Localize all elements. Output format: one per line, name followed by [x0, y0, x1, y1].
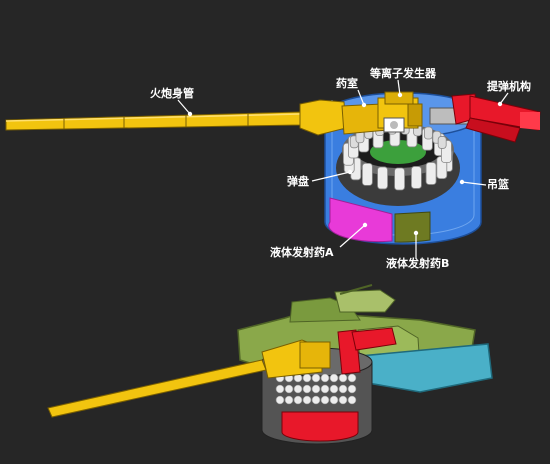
magazine-round — [347, 373, 357, 383]
magazine-round — [320, 373, 330, 383]
label-propellant-a: 液体发射药A — [270, 246, 334, 259]
magazine-round — [425, 162, 437, 185]
label-propellant-b: 液体发射药B — [386, 257, 450, 270]
magazine-round — [338, 384, 348, 394]
magazine-round — [302, 384, 312, 394]
label-magazine: 弹盘 — [287, 175, 309, 188]
magazine-round — [311, 373, 321, 383]
magazine-round — [284, 395, 294, 405]
label-charge-chamber: 药室 — [336, 77, 358, 90]
barrel-seams — [63, 113, 249, 129]
magazine-round — [329, 395, 339, 405]
leader-lines — [177, 79, 509, 258]
magazine-round — [293, 384, 303, 394]
magazine-rounds-bottom — [275, 373, 357, 405]
label-basket: 吊篮 — [487, 178, 509, 191]
magazine-carousel — [336, 121, 460, 206]
magazine-round — [311, 384, 321, 394]
gun-barrel-top — [5, 111, 301, 131]
magazine-round — [275, 384, 285, 394]
shell-hoist-mechanism — [429, 93, 541, 143]
magazine-round — [329, 384, 339, 394]
shell-hoist-bottom — [337, 327, 397, 375]
magazine-round — [302, 373, 312, 383]
magazine-round — [284, 384, 294, 394]
magazine-round — [338, 373, 348, 383]
breech-assembly — [299, 91, 423, 136]
magazine-round — [320, 395, 330, 405]
label-plasma-generator: 等离子发生器 — [370, 67, 436, 80]
magazine-round — [437, 136, 447, 149]
magazine-round — [347, 384, 357, 394]
magazine-round — [293, 395, 303, 405]
magazine-round — [311, 395, 321, 405]
propellant-a-tank — [328, 197, 393, 243]
propellant-b-tank — [394, 211, 431, 243]
magazine-round — [377, 166, 388, 190]
magazine-round — [338, 395, 348, 405]
label-gun-barrel: 火炮身管 — [150, 87, 194, 100]
magazine-rounds — [342, 121, 453, 191]
magazine-round — [411, 166, 422, 189]
magazine-round — [394, 167, 405, 191]
magazine-round — [347, 395, 357, 405]
label-shell-hoist: 提弹机构 — [487, 80, 531, 93]
magazine-round — [361, 162, 373, 186]
magazine-round — [302, 395, 312, 405]
magazine-round — [329, 373, 339, 383]
magazine-round — [275, 395, 285, 405]
magazine-round — [424, 126, 433, 140]
magazine-round — [320, 384, 330, 394]
gun-barrel-bottom — [47, 339, 331, 418]
